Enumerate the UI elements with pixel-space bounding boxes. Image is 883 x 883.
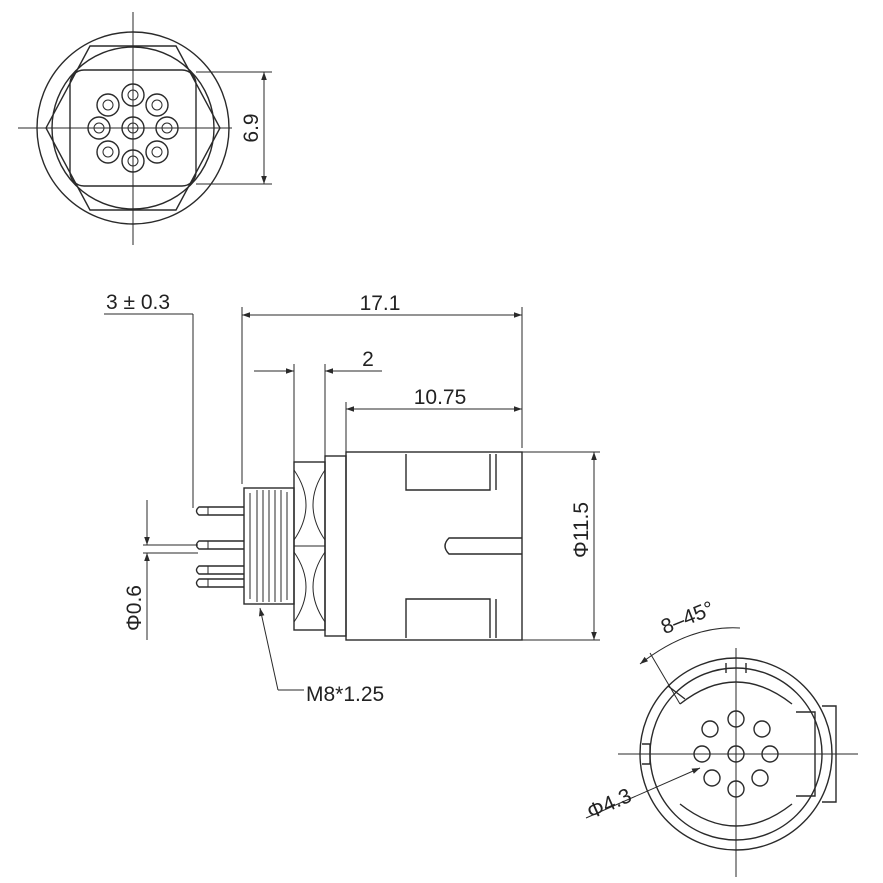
solder-pins [195, 506, 244, 588]
outer-circle [36, 31, 230, 225]
pin-7 [693, 745, 711, 763]
main-body [345, 451, 523, 641]
nut-chamfer [293, 551, 307, 623]
pin-4 [751, 769, 769, 787]
front-view-bottom: 8–45° Φ4.3 [584, 597, 858, 877]
pin-1 [121, 83, 145, 107]
pin-1-bore [127, 89, 139, 101]
pin-array-bottom [693, 710, 779, 798]
pin-4-bore [151, 146, 163, 158]
outer-circle [639, 657, 833, 851]
pin-2-bore [151, 99, 163, 111]
keyway-left [642, 743, 651, 765]
dim-label-thread: M8*1.25 [306, 683, 384, 706]
dim-label-4-3: Φ4.3 [584, 784, 635, 824]
dim-label-angle: 8–45° [658, 597, 718, 639]
leader-line-thread [258, 607, 279, 691]
hex-nut [293, 461, 326, 631]
inner-circle [51, 46, 215, 210]
dim-label-3-tol: 3 ± 0.3 [106, 291, 170, 314]
dim-label-11-5: Φ11.5 [570, 502, 593, 558]
keyway-right-outer [822, 705, 837, 803]
key-slot [444, 537, 522, 555]
angle-arc [639, 627, 741, 665]
pin-7-bore [93, 122, 105, 134]
angle-extension [649, 652, 681, 705]
flange [324, 455, 347, 637]
leader-line-4-3 [585, 767, 701, 819]
pin-center [121, 116, 145, 140]
nut-chamfer [312, 551, 326, 623]
keyway-arc-top [679, 681, 793, 705]
pin-5 [121, 149, 145, 173]
front-view-top: 6.9 [18, 12, 272, 245]
slot-bottom [405, 598, 491, 638]
pin-2 [145, 93, 169, 117]
insert-body [69, 69, 197, 187]
dim-label-2: 2 [362, 348, 374, 371]
pin-lower-2 [195, 578, 244, 588]
pin-2 [753, 720, 771, 738]
pin-8-bore [102, 99, 114, 111]
dim-label-0-6: Φ0.6 [123, 585, 146, 631]
pin-middle [195, 540, 244, 550]
nut-chamfer [293, 469, 307, 541]
keyway-right [796, 711, 816, 797]
pin-6-bore [102, 146, 114, 158]
slot-top [405, 454, 491, 491]
pin-center-bore [127, 122, 139, 134]
dim-label-6-9: 6.9 [240, 113, 263, 142]
keyway-arc-bottom [679, 803, 793, 827]
pin-3 [155, 116, 179, 140]
pin-8 [96, 93, 120, 117]
pin-6 [96, 140, 120, 164]
pin-6 [703, 769, 721, 787]
pin-lower [195, 565, 244, 575]
pin-array-top [87, 83, 179, 173]
pin-1 [727, 710, 745, 728]
pin-5-bore [127, 155, 139, 167]
nut-chamfer [312, 469, 326, 541]
pin-upper [195, 506, 244, 516]
pin-5 [727, 780, 745, 798]
pin-3-bore [161, 122, 173, 134]
pin-7 [87, 116, 111, 140]
body-outline [345, 451, 523, 641]
pin-3 [761, 745, 779, 763]
hex-nut-outline [45, 45, 221, 211]
side-view: 3 ± 0.3 17.1 2 10.75 Φ0 [104, 291, 600, 706]
thread-section [243, 487, 295, 605]
dim-label-17-1: 17.1 [360, 292, 401, 315]
dim-label-10-75: 10.75 [414, 386, 467, 409]
pin-center [727, 745, 745, 763]
pin-8 [701, 720, 719, 738]
pin-4 [145, 140, 169, 164]
